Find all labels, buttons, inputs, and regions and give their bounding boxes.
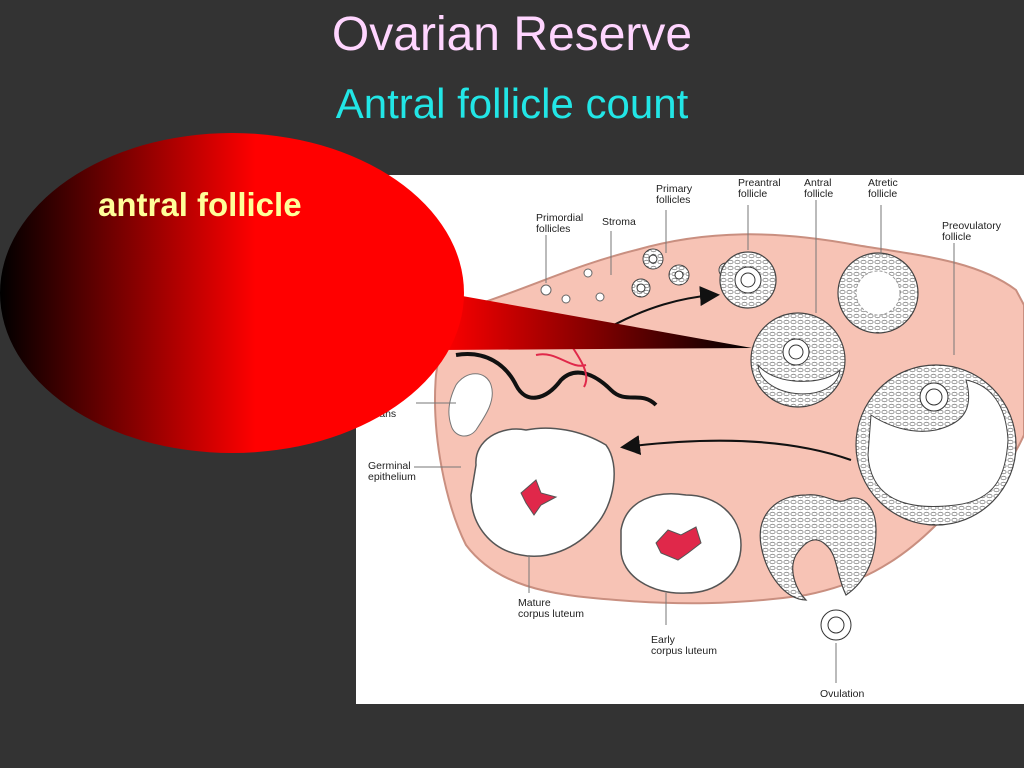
slide-title: Ovarian Reserve xyxy=(331,8,693,61)
label-primary: Primary follicles xyxy=(656,183,693,206)
corpus-albicans xyxy=(448,373,493,437)
label-stroma: Stroma xyxy=(602,216,636,228)
label-mature-corpus-luteum: Mature corpus luteum xyxy=(518,597,584,620)
label-germinal: Germinal epithelium xyxy=(368,460,416,483)
primordial-follicle xyxy=(583,268,593,278)
slide-subtitle: Antral follicle count xyxy=(335,80,689,127)
regression-arrow xyxy=(620,435,852,461)
callout-bubble xyxy=(0,133,464,453)
label-ovulation: Ovulation xyxy=(820,688,865,700)
label-preantral: Preantral follicle xyxy=(738,177,781,200)
label-antral: Antral follicle xyxy=(804,177,834,200)
mature-corpus-luteum xyxy=(470,427,615,557)
primordial-follicle xyxy=(561,294,571,304)
label-primordial: Primordial follicles xyxy=(536,212,584,235)
label-early-corpus-luteum: Early corpus luteum xyxy=(651,634,717,657)
label-albicans: cans xyxy=(374,408,397,420)
label-preovulatory: Preovulatory follicle xyxy=(942,220,1001,243)
callout-label: antral follicle xyxy=(98,186,302,223)
label-atretic: Atretic follicle xyxy=(868,177,898,200)
primordial-follicle xyxy=(595,292,605,302)
primordial-follicle xyxy=(540,284,552,296)
callout-pointer xyxy=(440,292,752,350)
ovary-diagram-panel: Primordial follicles Stroma Primary foll… xyxy=(356,175,1024,704)
blood-vessel xyxy=(455,352,658,407)
ruptured-follicle xyxy=(759,494,877,601)
